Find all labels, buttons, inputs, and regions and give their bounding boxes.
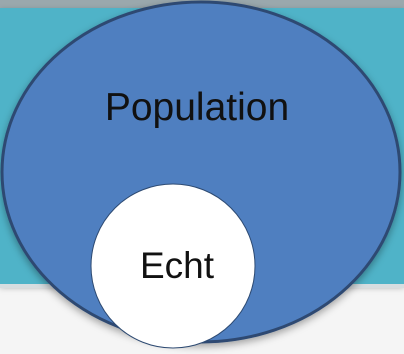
echt-label: Echt (140, 245, 215, 286)
population-label: Population (105, 86, 289, 129)
echt-circle (90, 183, 256, 349)
